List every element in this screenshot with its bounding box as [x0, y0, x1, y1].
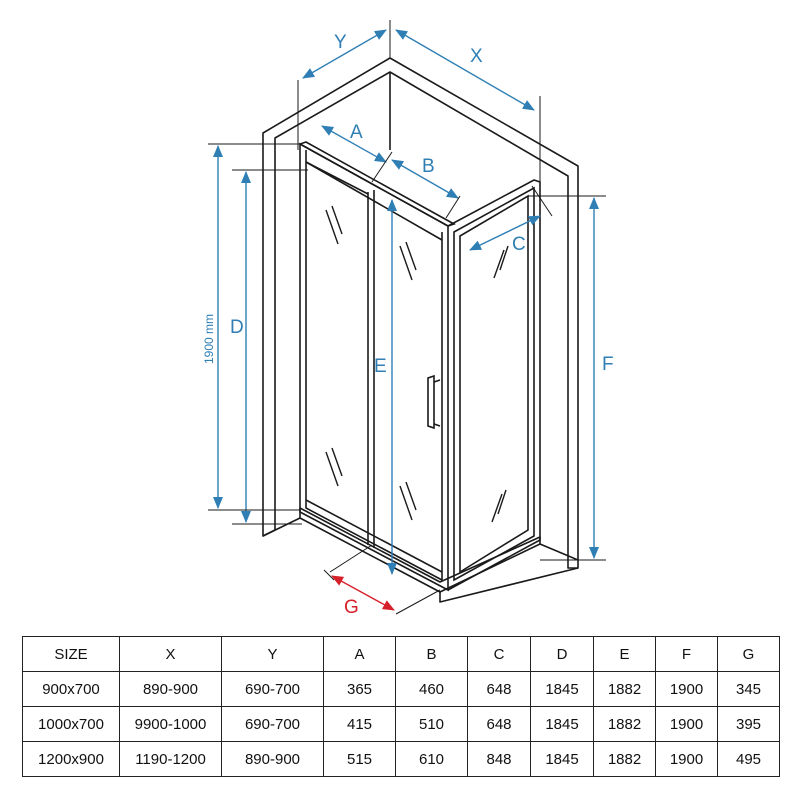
label-x: X — [470, 46, 483, 67]
table-cell: 365 — [323, 671, 396, 707]
shower-enclosure-diagram: Y X A B C D E F G 1900 mm — [202, 20, 614, 618]
label-y: Y — [334, 32, 347, 53]
table-cell: 890-900 — [221, 741, 324, 777]
table-cell: 415 — [323, 706, 396, 742]
header-f: F — [655, 636, 718, 672]
dimension-lines — [208, 20, 606, 575]
table-cell: 1882 — [593, 741, 656, 777]
header-x: X — [119, 636, 222, 672]
table-cell: 690-700 — [221, 706, 324, 742]
table-cell: 1845 — [530, 706, 594, 742]
header-size: SIZE — [22, 636, 120, 672]
table-cell: 1190-1200 — [119, 741, 222, 777]
header-c: C — [467, 636, 531, 672]
label-f: F — [602, 354, 614, 375]
table-cell: 1845 — [530, 671, 594, 707]
table-row: 1200x900 1190-1200 890-900 515 610 848 1… — [22, 741, 780, 777]
label-g: G — [344, 597, 359, 618]
label-height-mm: 1900 mm — [202, 314, 216, 364]
table-cell: 1882 — [593, 671, 656, 707]
table-cell: 460 — [395, 671, 468, 707]
label-d: D — [230, 317, 244, 338]
header-a: A — [323, 636, 396, 672]
header-d: D — [530, 636, 594, 672]
table-cell: 610 — [395, 741, 468, 777]
wall-outline — [262, 57, 579, 603]
table-cell: 1000x700 — [22, 706, 120, 742]
table-cell: 848 — [467, 741, 531, 777]
side-panel-frame — [447, 179, 541, 591]
glass-reflections — [325, 205, 509, 523]
table-cell: 495 — [717, 741, 780, 777]
table-cell: 1845 — [530, 741, 594, 777]
table-cell: 395 — [717, 706, 780, 742]
table-header-row: SIZE X Y A B C D E F G — [22, 636, 780, 672]
header-e: E — [593, 636, 656, 672]
table-cell: 1900 — [655, 741, 718, 777]
header-b: B — [395, 636, 468, 672]
label-a: A — [350, 122, 363, 143]
table-row: 1000x700 9900-1000 690-700 415 510 648 1… — [22, 706, 780, 742]
header-g: G — [717, 636, 780, 672]
table-cell: 1900 — [655, 706, 718, 742]
front-door-frame — [298, 141, 456, 592]
dimension-labels: Y X A B C D E F G 1900 mm — [202, 32, 614, 618]
dimension-g — [323, 544, 441, 615]
table-cell: 690-700 — [221, 671, 324, 707]
table-cell: 1882 — [593, 706, 656, 742]
size-table: SIZE X Y A B C D E F G 900x700 890-900 6… — [22, 636, 780, 777]
table-cell: 345 — [717, 671, 780, 707]
table-cell: 648 — [467, 706, 531, 742]
door-handle — [427, 374, 441, 430]
header-y: Y — [221, 636, 324, 672]
table-row: 900x700 890-900 690-700 365 460 648 1845… — [22, 671, 780, 707]
table-cell: 9900-1000 — [119, 706, 222, 742]
table-cell: 1900 — [655, 671, 718, 707]
table-cell: 1200x900 — [22, 741, 120, 777]
table-cell: 515 — [323, 741, 396, 777]
label-c: C — [512, 234, 526, 255]
label-e: E — [374, 356, 387, 377]
table-cell: 890-900 — [119, 671, 222, 707]
table-cell: 648 — [467, 671, 531, 707]
label-b: B — [422, 156, 435, 177]
table-cell: 510 — [395, 706, 468, 742]
table-cell: 900x700 — [22, 671, 120, 707]
